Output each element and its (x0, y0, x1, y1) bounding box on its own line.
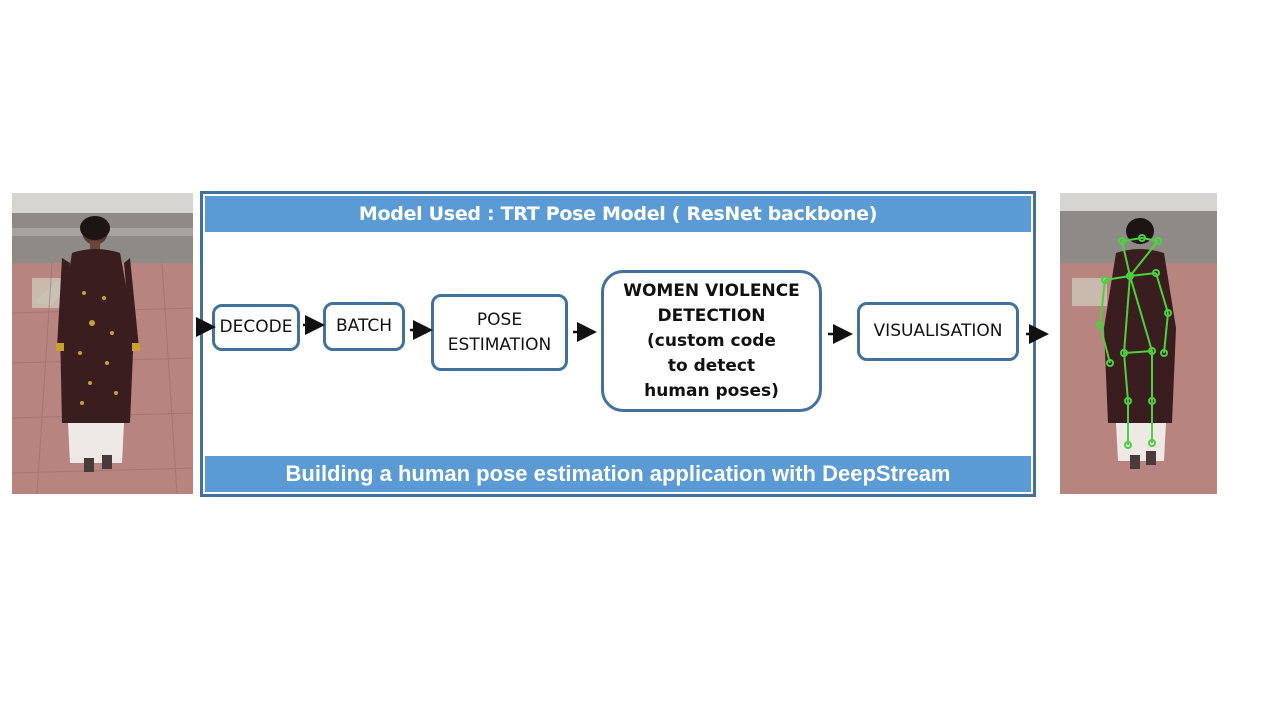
pose-estimation-step-label: POSE ESTIMATION (447, 309, 552, 355)
visualisation-step: VISUALISATION (857, 302, 1019, 361)
output-frame-image (1060, 193, 1217, 494)
batch-step-label: BATCH (335, 316, 392, 336)
input-frame-image (12, 193, 193, 494)
model-used-banner: Model Used : TRT Pose Model ( ResNet bac… (205, 196, 1031, 232)
title-banner: Building a human pose estimation applica… (205, 456, 1031, 492)
women-violence-detection-step-label: WOMEN VIOLENCE DETECTION (custom code to… (623, 280, 800, 401)
batch-step: BATCH (323, 302, 405, 351)
decode-step-label: DECODE (219, 317, 293, 337)
decode-step: DECODE (212, 304, 300, 351)
visualisation-step-label: VISUALISATION (873, 321, 1003, 341)
women-violence-detection-step: WOMEN VIOLENCE DETECTION (custom code to… (601, 270, 822, 412)
